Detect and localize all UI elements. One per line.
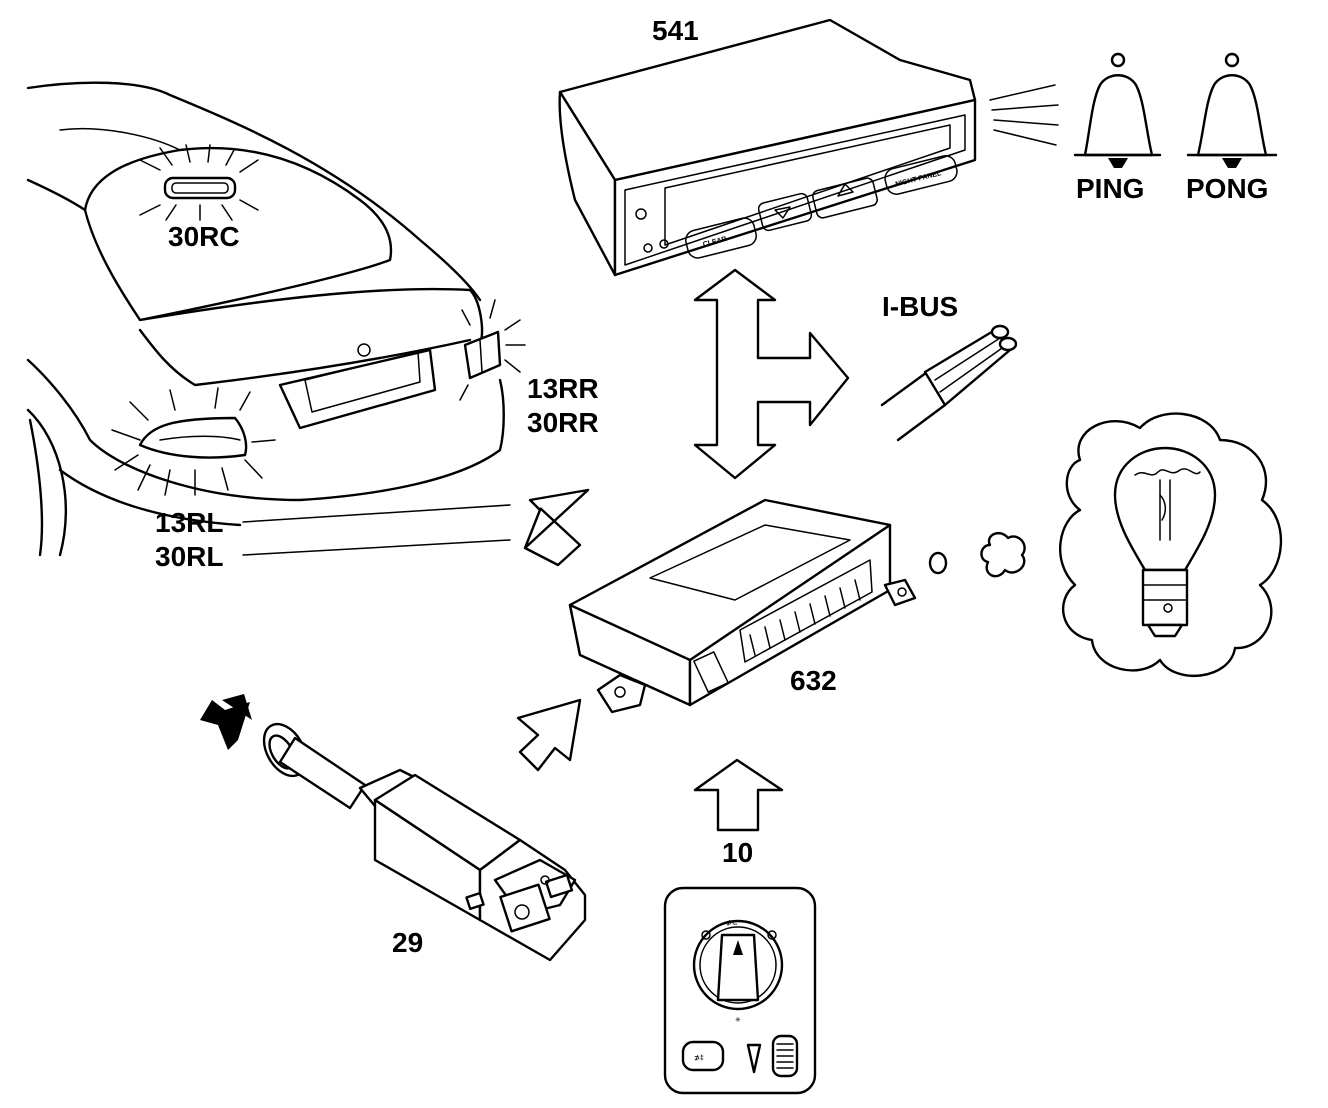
label-30rr: 30RR [527, 407, 599, 438]
car-illustration [26, 81, 526, 557]
label-10: 10 [722, 837, 753, 868]
label-632: 632 [790, 665, 837, 696]
brake-switch-29 [262, 722, 587, 962]
arrow-icon [693, 758, 784, 832]
label-ping: PING [1076, 173, 1144, 204]
svg-text:⊅‡: ⊅‡ [694, 1054, 704, 1062]
svg-text:✳: ✳ [735, 1016, 741, 1024]
label-ibus: I-BUS [882, 291, 958, 322]
label-30rc: 30RC [168, 221, 240, 252]
label-29: 29 [392, 927, 423, 958]
label-pong: PONG [1186, 173, 1268, 204]
label-30rl: 30RL [155, 541, 223, 572]
arrow-icon [516, 698, 582, 772]
wire-bundle-icon [880, 324, 1018, 442]
bulb-icon [1113, 446, 1217, 638]
bell-icon [1186, 52, 1278, 168]
arrow-icon [200, 694, 252, 750]
label-541: 541 [652, 15, 699, 46]
svg-text:⊅⊂: ⊅⊂ [726, 919, 738, 927]
arrow-icon [523, 488, 590, 567]
label-13rl: 13RL [155, 507, 223, 538]
thought-cloud-icon [928, 412, 1283, 677]
bell-icon [1073, 52, 1162, 168]
control-module-632 [568, 498, 917, 714]
label-13rr: 13RR [527, 373, 599, 404]
double-arrow-icon [693, 268, 850, 480]
display-unit-541: CLEAR NIGHT PANEL [558, 18, 1059, 277]
light-switch-10: ⊅⊂ ✳ ⊅‡ [663, 886, 817, 1095]
